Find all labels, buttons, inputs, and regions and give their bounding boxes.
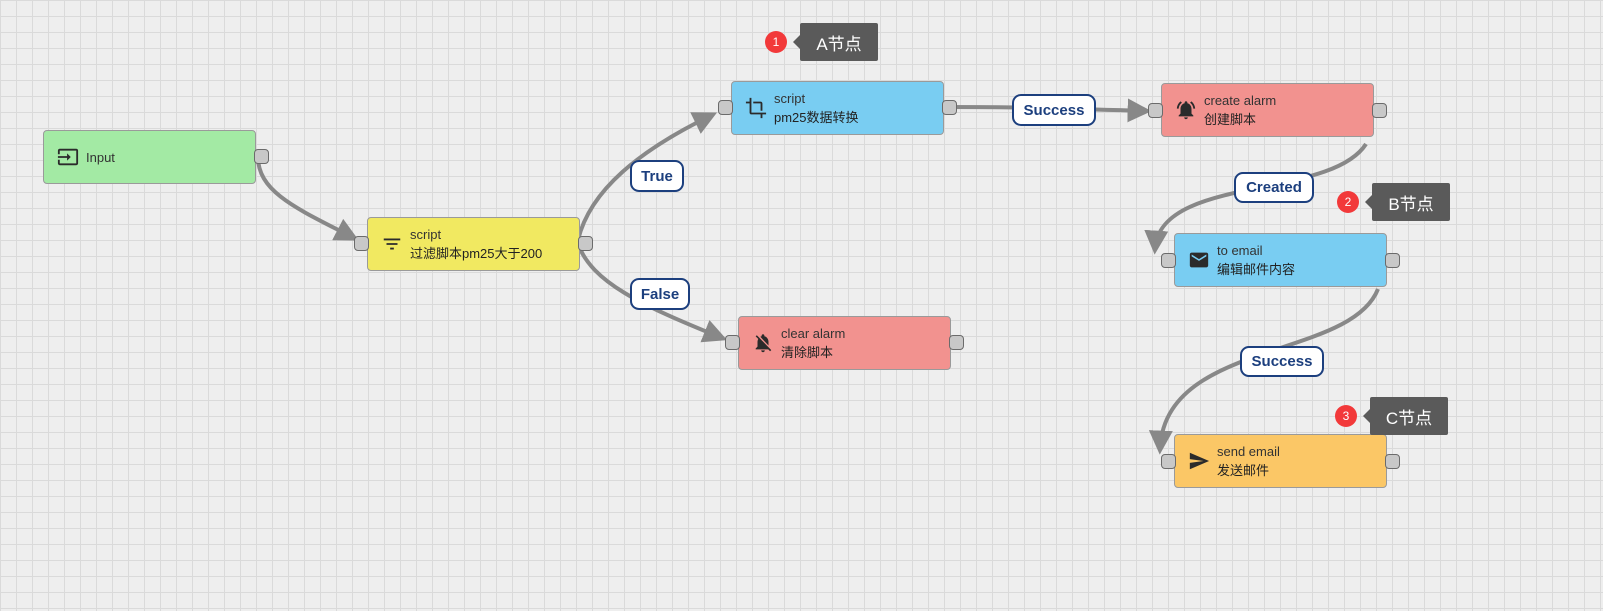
input-icon <box>56 145 80 169</box>
annotation-badge-2: 2 <box>1337 191 1359 213</box>
node-filter-type: script <box>410 227 442 242</box>
node-clear-alarm-name: 清除脚本 <box>781 345 834 360</box>
node-transform-type: script <box>774 91 806 106</box>
port-to-email-in[interactable] <box>1161 253 1176 268</box>
node-input-title: Input <box>86 149 115 165</box>
edge-label-success-2[interactable]: Success <box>1240 346 1324 377</box>
filter-icon <box>380 232 404 256</box>
node-to-email-type: to email <box>1217 243 1263 258</box>
node-create-alarm-type: create alarm <box>1204 93 1277 108</box>
mail-icon <box>1187 248 1211 272</box>
port-send-email-in[interactable] <box>1161 454 1176 469</box>
port-filter-out[interactable] <box>578 236 593 251</box>
port-input-out[interactable] <box>254 149 269 164</box>
crop-icon <box>744 96 768 120</box>
node-input[interactable]: Input <box>43 130 256 184</box>
bell-alert-icon <box>1174 98 1198 122</box>
node-filter-script[interactable]: script 过滤脚本pm25大于200 <box>367 217 580 271</box>
port-clear-alarm-in[interactable] <box>725 335 740 350</box>
annotation-badge-3: 3 <box>1335 405 1357 427</box>
port-to-email-out[interactable] <box>1385 253 1400 268</box>
annotation-tip-b: B节点 <box>1365 183 1450 221</box>
port-transform-in[interactable] <box>718 100 733 115</box>
annotation-tip-c: C节点 <box>1363 397 1448 435</box>
edge-input-filter[interactable] <box>256 156 359 241</box>
node-clear-alarm-type: clear alarm <box>781 326 846 341</box>
port-filter-in[interactable] <box>354 236 369 251</box>
port-send-email-out[interactable] <box>1385 454 1400 469</box>
node-send-email[interactable]: send email 发送邮件 <box>1174 434 1387 488</box>
bell-off-icon <box>751 331 775 355</box>
edge-label-success-1[interactable]: Success <box>1012 94 1096 126</box>
edge-label-created[interactable]: Created <box>1234 172 1314 203</box>
send-icon <box>1187 449 1211 473</box>
node-send-email-name: 发送邮件 <box>1217 463 1270 478</box>
annotation-badge-1: 1 <box>765 31 787 53</box>
edge-label-true[interactable]: True <box>630 160 684 192</box>
node-to-email-name: 编辑邮件内容 <box>1217 262 1296 277</box>
port-create-alarm-out[interactable] <box>1372 103 1387 118</box>
node-filter-name: 过滤脚本pm25大于200 <box>410 246 543 261</box>
port-transform-out[interactable] <box>942 100 957 115</box>
port-create-alarm-in[interactable] <box>1148 103 1163 118</box>
edge-label-false[interactable]: False <box>630 278 690 310</box>
node-clear-alarm[interactable]: clear alarm 清除脚本 <box>738 316 951 370</box>
node-to-email[interactable]: to email 编辑邮件内容 <box>1174 233 1387 287</box>
node-transform-name: pm25数据转换 <box>774 110 859 125</box>
annotation-tip-a: A节点 <box>793 23 878 61</box>
node-transform-script[interactable]: script pm25数据转换 <box>731 81 944 135</box>
port-clear-alarm-out[interactable] <box>949 335 964 350</box>
node-create-alarm-name: 创建脚本 <box>1204 112 1257 127</box>
node-send-email-type: send email <box>1217 444 1280 459</box>
edge-filter-clear-alarm[interactable] <box>576 243 728 343</box>
node-create-alarm[interactable]: create alarm 创建脚本 <box>1161 83 1374 137</box>
edge-filter-transform[interactable] <box>576 112 718 241</box>
